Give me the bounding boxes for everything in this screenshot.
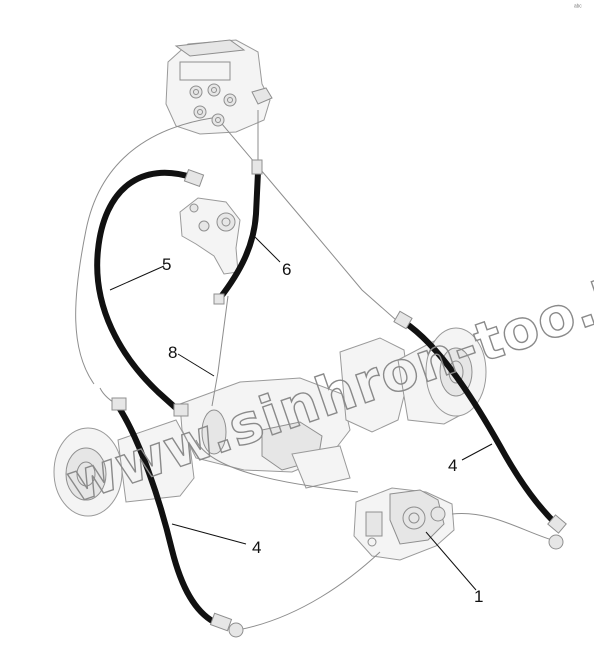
hydraulic-pump	[353, 487, 455, 561]
control-valve-block	[165, 39, 273, 135]
small-valve	[179, 197, 241, 275]
corner-mark: ᵃᵇᶜ	[574, 4, 582, 11]
callout-1: 1	[474, 587, 483, 606]
hose-5	[94, 169, 197, 413]
hose-4-right	[401, 319, 559, 527]
leader-lines	[109, 235, 493, 591]
callout-4-left: 4	[252, 538, 261, 557]
thin-pipelines	[75, 110, 553, 631]
callout-4-right: 4	[448, 456, 457, 475]
callouts: 1 4 4 5 6 8	[162, 255, 483, 606]
hoses	[94, 159, 567, 638]
callout-5: 5	[162, 255, 171, 274]
hose-4-left	[115, 403, 217, 625]
callout-6: 6	[282, 260, 291, 279]
callout-8: 8	[168, 343, 177, 362]
hose-6	[217, 169, 261, 301]
